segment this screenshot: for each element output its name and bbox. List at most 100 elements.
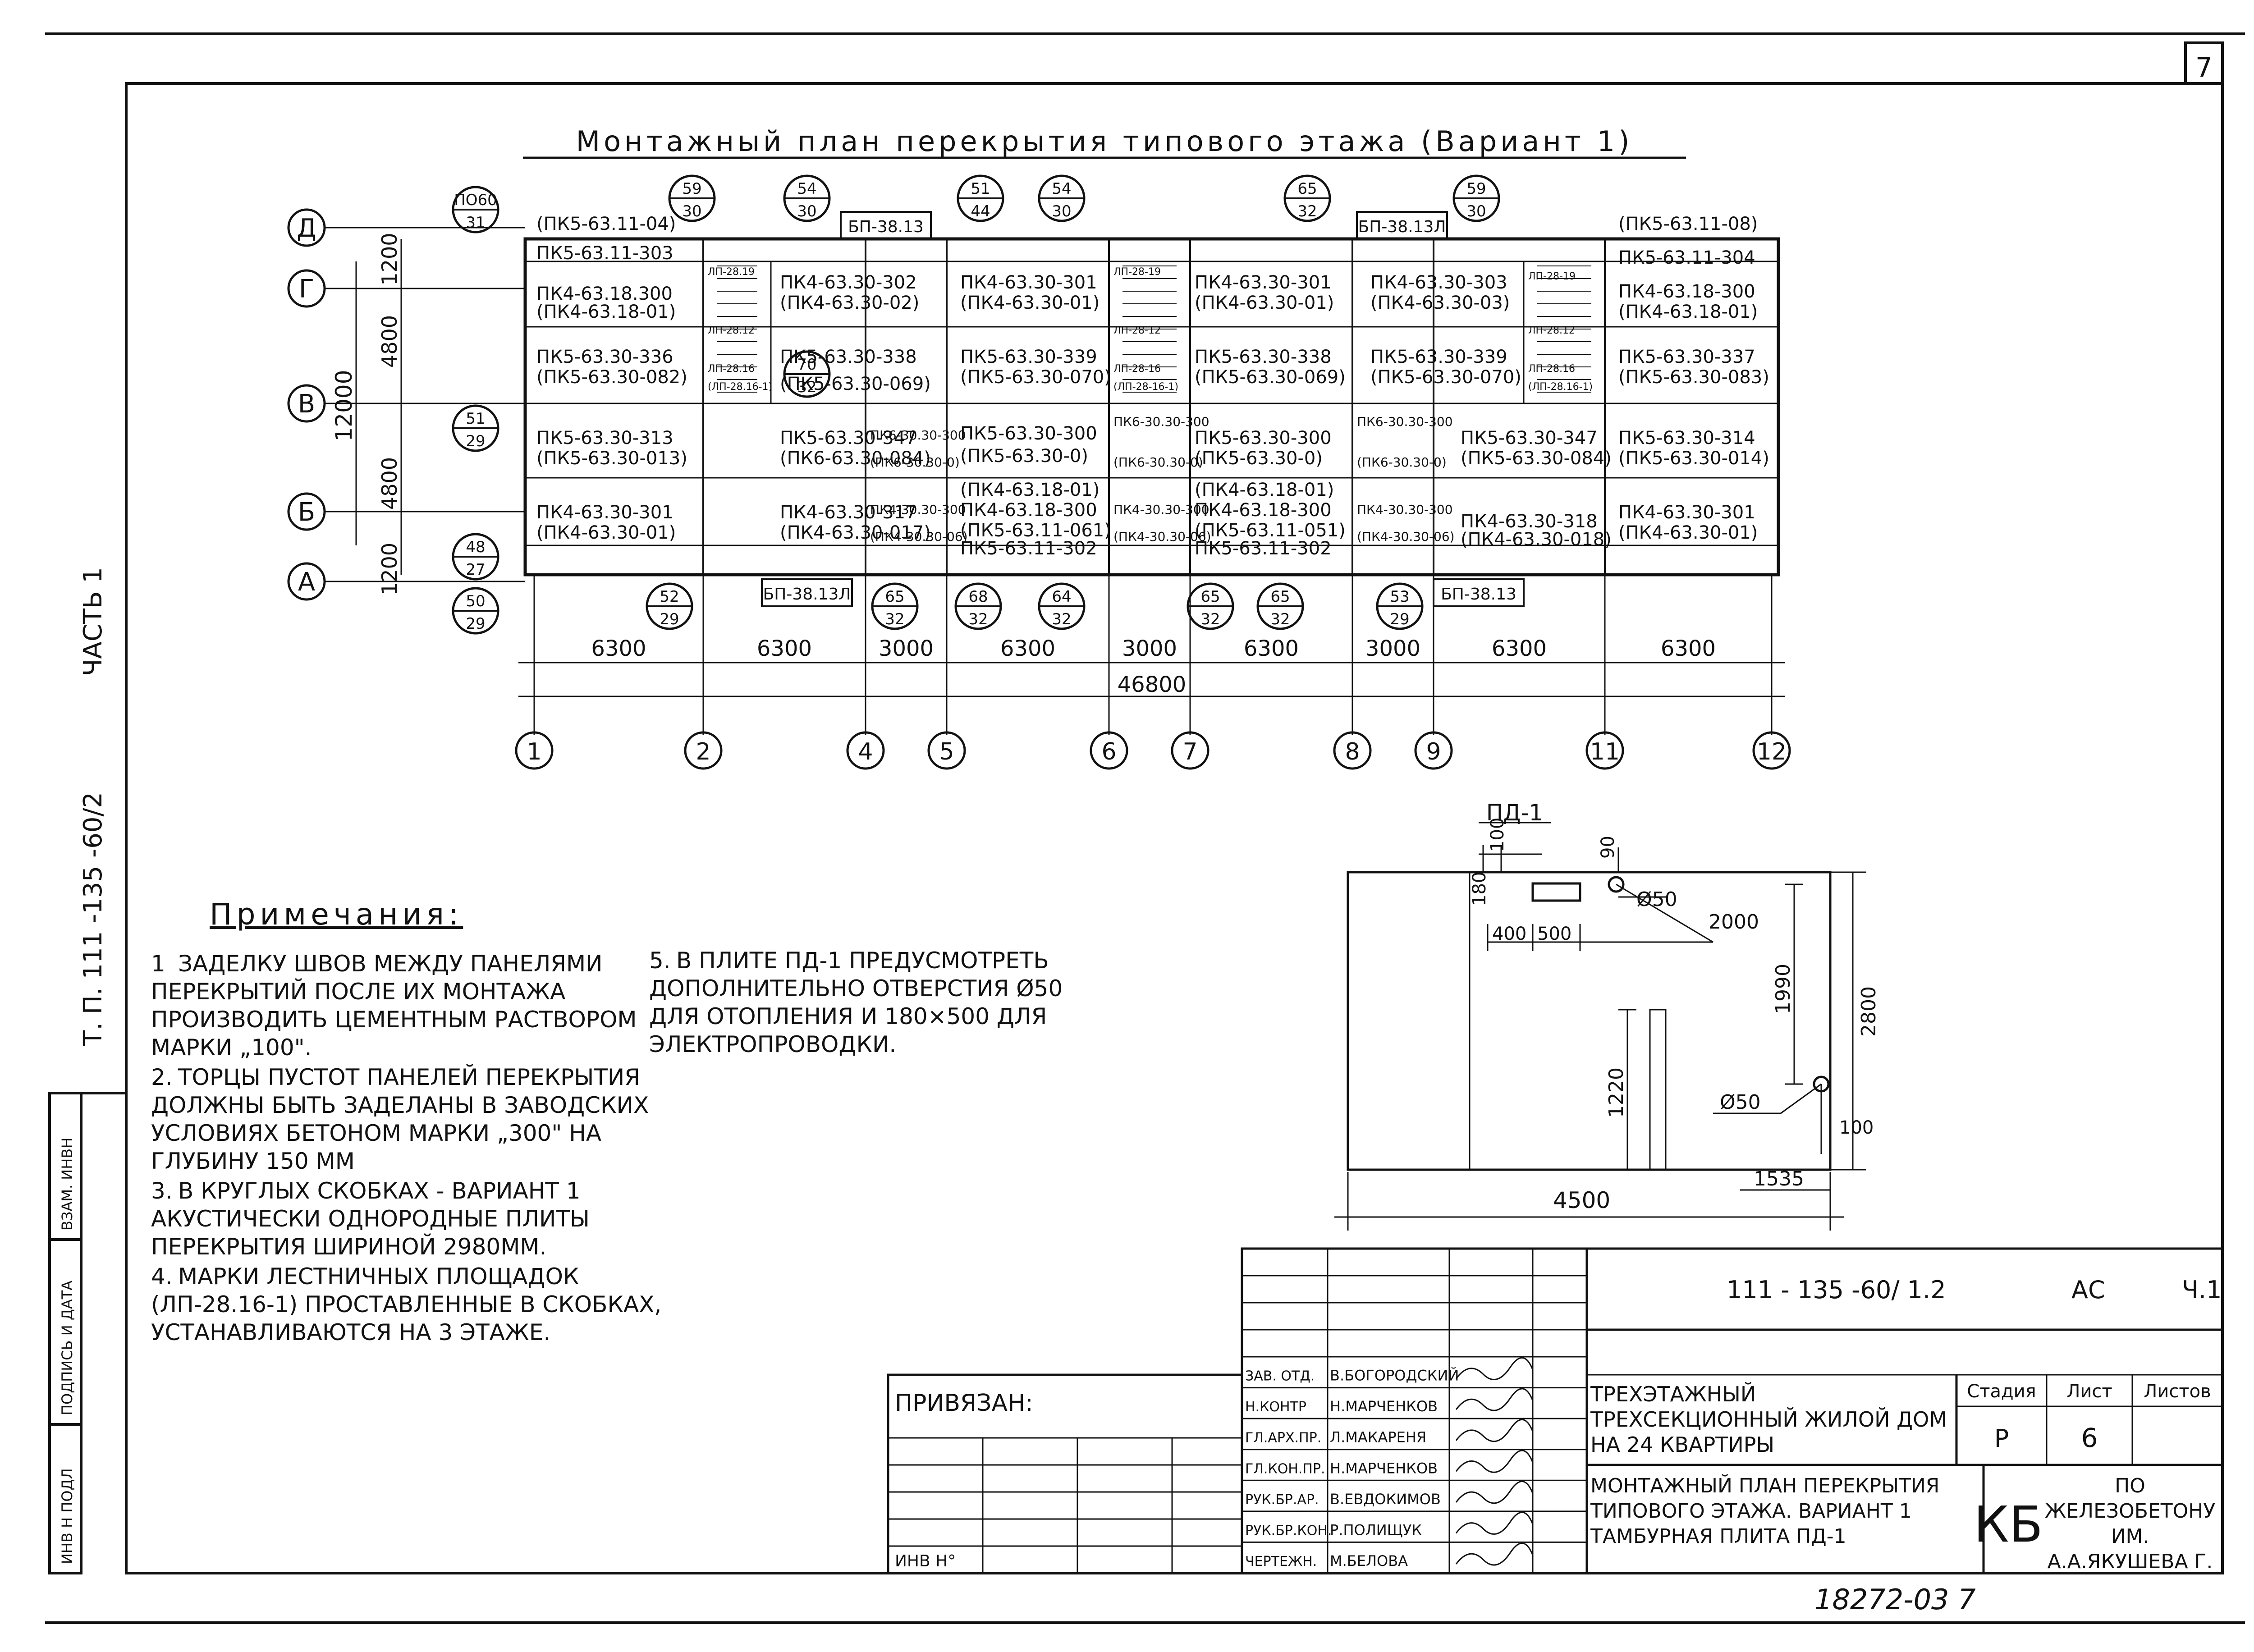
panel-label: (ПК5-63.11-04) — [536, 214, 676, 234]
mark-bubble-bottom: 30 — [797, 202, 816, 220]
note-1: 1Заделку швов между панелями перекрытий … — [151, 951, 637, 1061]
mark-bubble-bottom: 30 — [1052, 202, 1071, 220]
pd1-dim-2000: 2000 — [1709, 911, 1759, 934]
tb-sheets-header: Листов — [2144, 1381, 2211, 1402]
panel-label: ПК4-63.30-303 — [1370, 272, 1507, 293]
panel-label: ПК6-30.30-300 — [1357, 414, 1453, 429]
column-axis-bubble — [684, 731, 723, 770]
panel-label: (ПК4-63.18-01) — [1195, 480, 1334, 500]
signature-icon — [1455, 1450, 1534, 1473]
pd1-dim-100: 100 — [1487, 818, 1508, 852]
mark-bubble-top: 65 — [1297, 180, 1317, 198]
tb-staff-role: ГЛ.КОН.ПР. — [1245, 1461, 1325, 1477]
pd1-slot — [1531, 882, 1581, 902]
notes-block: Примечания: 1Заделку швов между панелями… — [151, 897, 669, 1348]
pd1-dim-500: 500 — [1537, 924, 1571, 944]
row-axis-label: Д — [297, 214, 316, 243]
sheet-frame — [125, 82, 2224, 1574]
mark-bubble-top: 59 — [1466, 180, 1486, 198]
note-5: 5.В плите ПД-1 предусмотреть дополнитель… — [649, 947, 1063, 1057]
row-total-dimension: 12000 — [331, 370, 357, 441]
span-dimension: 6300 — [591, 636, 646, 661]
row-axis-label: А — [298, 567, 315, 597]
column-axis-bubble — [1171, 731, 1209, 770]
tb-staff-role: Н.КОНТР — [1245, 1399, 1306, 1415]
panel-label: ПК5-63.30-347 — [780, 428, 917, 448]
panel-label: ПК6-30.30-300 — [1113, 414, 1209, 429]
panel-label: (ПК4-63.30-01) — [960, 293, 1100, 313]
panel-label: (ПК5-63.30-069) — [780, 374, 931, 394]
part-label: ЧАСТЬ 1 — [78, 567, 108, 676]
stamp-replace: ВЗАМ. ИНВН — [59, 1138, 76, 1231]
panel-label: ПК4-63.18-300 — [960, 500, 1097, 521]
panel-label: (ПК6-30.30-0) — [1357, 455, 1447, 470]
panel-label: (ПК5-63.30-0) — [1195, 448, 1323, 469]
mark-bubble-top: 65 — [1200, 588, 1220, 606]
panel-label: (ПК4-30.30-06) — [870, 529, 968, 544]
panel-label: ЛП-28.12 — [1528, 325, 1575, 336]
mark-bubble-bottom: 29 — [466, 615, 485, 633]
mark-bubble-top: 68 — [968, 588, 988, 606]
panel-label: (ПК5-63.30-070) — [960, 367, 1111, 388]
panel-label: ПК4-30.30-300 — [1113, 502, 1209, 517]
panel-label: (ПК6-63.30-084) — [780, 448, 931, 469]
panel-label: ПК4-30.30-300 — [870, 502, 966, 517]
pd1-hole-top — [1608, 876, 1625, 893]
pd1-title: ПД-1 — [1486, 800, 1544, 826]
panel-label: ПК5-63.11-302 — [1195, 538, 1332, 559]
panel-label: ПК5-63.30-300 — [1195, 428, 1332, 448]
mark-bubble-bottom: 32 — [1297, 202, 1317, 220]
beam-box-label: БП-38.13 — [1441, 585, 1516, 604]
span-dimension: 3000 — [879, 636, 934, 661]
panel-label: ЛП-28.19 — [708, 266, 755, 278]
tb-staff-name: М.БЕЛОВА — [1330, 1552, 1408, 1570]
beam-box — [761, 578, 853, 607]
title-block: 111 - 135 -60/ 1.2 АС Ч.1 ПРИВЯЗАН: ИНВ … — [887, 1247, 2224, 1616]
mark-bubble-top: 59 — [682, 180, 701, 198]
mark-bubble-top: 48 — [466, 538, 485, 556]
signature-icon — [1455, 1388, 1534, 1411]
stair-well — [1108, 261, 1191, 404]
column-axis-label: 9 — [1426, 738, 1441, 765]
pd1-dim-1990: 1990 — [1772, 964, 1795, 1014]
mark-bubble-top: 53 — [1390, 588, 1409, 606]
panel-label: (ПК4-63.30-01) — [536, 522, 676, 543]
beam-box-label: БП-38.13 — [848, 218, 924, 236]
pd1-dim-1220: 1220 — [1605, 1067, 1628, 1118]
panel-label: ПК5-63.11-304 — [1618, 247, 1755, 268]
mark-bubble-top: 65 — [1270, 588, 1290, 606]
panel-label: ЛП-28-16 — [1113, 363, 1161, 375]
panel-label: (ПК4-63.30-01) — [1195, 293, 1334, 313]
pd1-dim-90: 90 — [1598, 836, 1618, 859]
mark-bubble-top: 64 — [1052, 588, 1071, 606]
panel-label: (ПК4-63.30-02) — [780, 293, 919, 313]
span-dimension: 6300 — [1661, 636, 1716, 661]
mark-bubble-bottom: 29 — [466, 432, 485, 450]
panel-label: (ПК4-30.30-06) — [1113, 529, 1211, 544]
series-code: Т. П. 111 -135 -60/2 — [78, 792, 108, 1046]
pd1-dim-180: 180 — [1469, 872, 1490, 906]
note-4: 4.Марки лестничных площадок (ЛП-28.16-1)… — [151, 1263, 662, 1345]
note-3: 3.В круглых скобках - вариант 1 акустиче… — [151, 1178, 590, 1260]
panel-label: (ПК4-63.30-03) — [1370, 293, 1510, 313]
pd1-dim-4500: 4500 — [1553, 1187, 1610, 1213]
panel-label: ПК5-63.30-313 — [536, 428, 673, 448]
beam-box — [1356, 211, 1448, 240]
building-outline — [523, 237, 1780, 577]
signature-icon — [1455, 1419, 1534, 1442]
panel-label: (ПК5-63.11-061) — [960, 520, 1111, 541]
stair-well — [702, 261, 772, 404]
panel-label: (ЛП-28.16-1) — [708, 381, 772, 393]
panel-label: (ПК4-30.30-06) — [1357, 529, 1455, 544]
panel-label: (ПК5-63.30-069) — [1195, 367, 1346, 388]
panel-label: ПК4-63.30-301 — [536, 502, 673, 523]
panel-label: ПК5-63.11-303 — [536, 243, 673, 264]
panel-label: (ПК4-63.30-01) — [1618, 522, 1758, 543]
panel-label: (ПК5-63.30-013) — [536, 448, 687, 469]
sheet-number: 7 — [2195, 52, 2213, 83]
panel-label: (ПК4-63.18-01) — [960, 480, 1100, 500]
tb-staff-role: ЗАВ. ОТД. — [1245, 1368, 1315, 1384]
mark-bubble-bottom: 44 — [971, 202, 990, 220]
panel-label: (ЛП-28.16-1) — [1528, 381, 1593, 393]
